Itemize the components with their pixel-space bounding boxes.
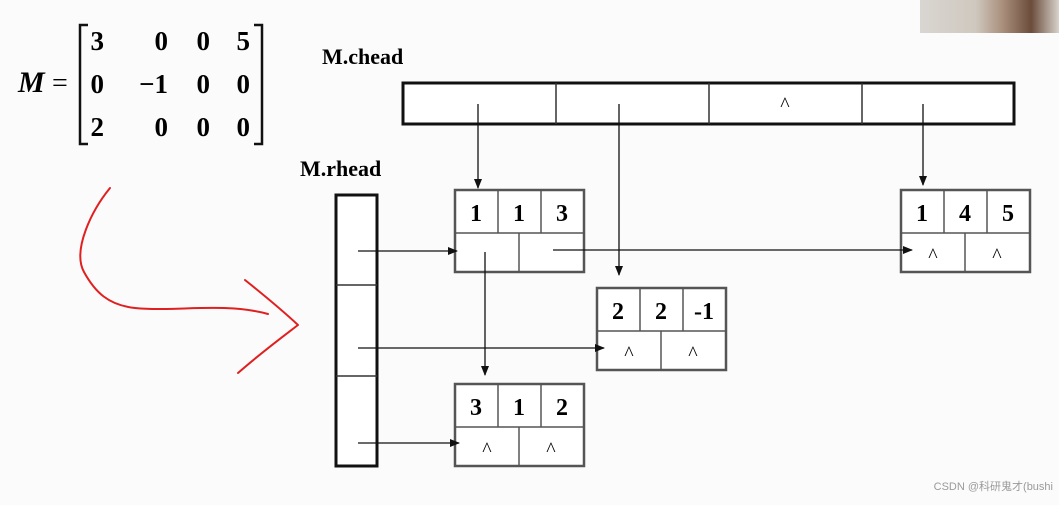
node-right: ^ <box>546 439 556 461</box>
chead-label: M.chead <box>322 44 403 69</box>
node-val: 2 <box>556 395 568 421</box>
watermark: CSDN @科研鬼才(bushi <box>933 481 1053 493</box>
matrix-cell: 0 <box>155 26 169 56</box>
webcam-overlay <box>920 0 1059 33</box>
node-2-2-neg1: 2 2 -1 ^ ^ <box>595 286 728 372</box>
node-row: 2 <box>612 299 624 325</box>
matrix-cell: 0 <box>155 112 169 142</box>
node-row: 3 <box>470 395 482 421</box>
matrix-right-bracket <box>254 23 264 146</box>
matrix-m: M = 3 0 0 5 0 −1 0 0 2 0 0 0 <box>17 23 264 146</box>
node-down: ^ <box>482 439 492 461</box>
node-col: 1 <box>513 395 525 421</box>
node-val: 5 <box>1002 201 1014 227</box>
red-annotation-arrow <box>79 187 299 374</box>
node-col: 2 <box>655 299 667 325</box>
matrix-name: M <box>17 66 46 99</box>
matrix-cell: 0 <box>237 112 251 142</box>
rhead-label: M.rhead <box>300 156 381 181</box>
red-arrowhead <box>237 279 299 374</box>
node-val: 3 <box>556 201 568 227</box>
matrix-cell: 3 <box>91 26 105 56</box>
node-1-4-5: 1 4 5 ^ ^ <box>899 188 1032 274</box>
node-right: ^ <box>992 245 1002 267</box>
matrix-cell: 0 <box>197 26 211 56</box>
matrix-cell: 2 <box>91 112 105 142</box>
chead-cell: ^ <box>780 94 790 116</box>
matrix-cell: 0 <box>197 112 211 142</box>
node-down: ^ <box>624 343 634 365</box>
matrix-left-bracket <box>78 23 88 146</box>
matrix-cell: 0 <box>91 69 105 99</box>
node-right: ^ <box>688 343 698 365</box>
row-head-array <box>334 193 379 468</box>
pointer-arrows <box>358 104 927 447</box>
node-row: 1 <box>916 201 928 227</box>
matrix-values: 3 0 0 5 0 −1 0 0 2 0 0 0 <box>91 26 251 142</box>
matrix-cell: 0 <box>237 69 251 99</box>
matrix-cell: −1 <box>139 69 168 99</box>
matrix-cell: 0 <box>197 69 211 99</box>
node-col: 4 <box>959 201 971 227</box>
node-3-1-2: 3 1 2 ^ ^ <box>453 382 586 468</box>
rhead-array-box <box>334 193 379 468</box>
red-curve <box>79 187 269 315</box>
node-row: 1 <box>470 201 482 227</box>
column-head-array: ^ <box>401 81 1016 126</box>
matrix-equals: = <box>52 68 68 99</box>
node-1-1-3: 1 1 3 <box>453 188 586 274</box>
node-down: ^ <box>928 245 938 267</box>
matrix-cell: 5 <box>237 26 251 56</box>
node-col: 1 <box>513 201 525 227</box>
node-val: -1 <box>694 299 714 325</box>
